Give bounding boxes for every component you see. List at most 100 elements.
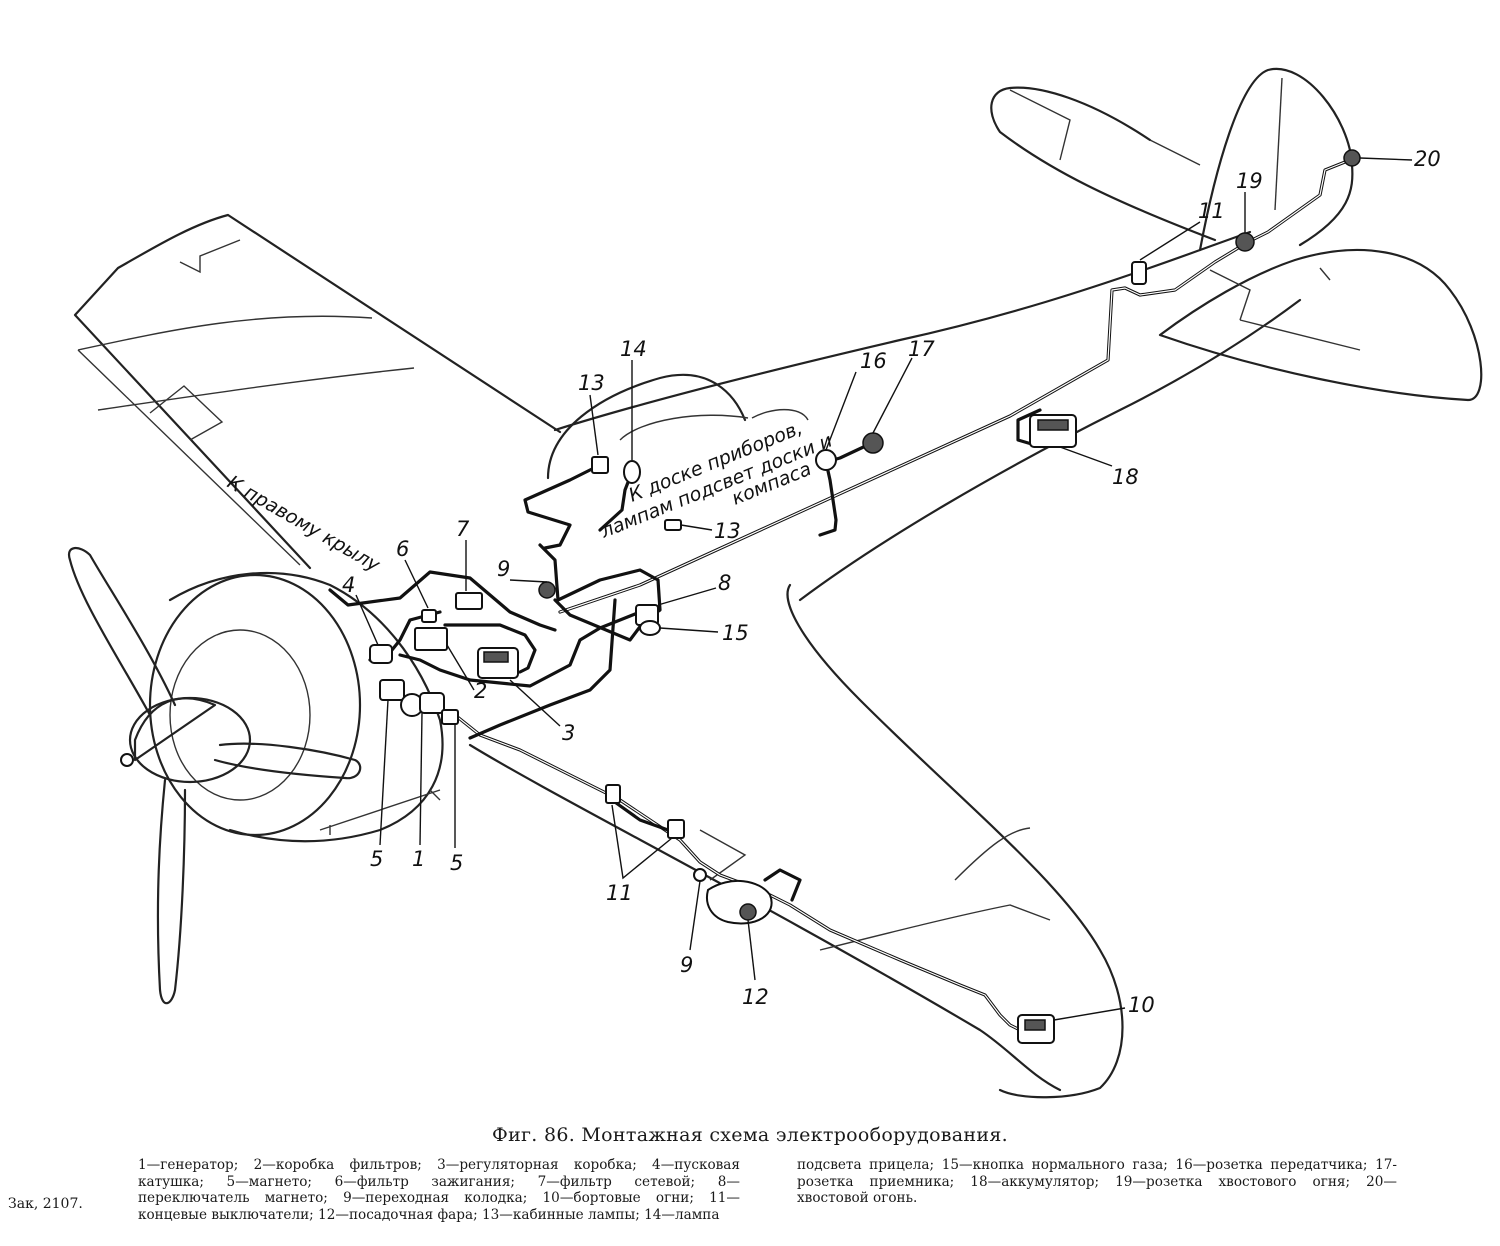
leader-11-tail xyxy=(1139,221,1201,261)
left-wing-leading-edge xyxy=(468,743,1062,1092)
magneto-5-left xyxy=(379,679,405,701)
cowling-inner-ring xyxy=(169,629,311,801)
leader-12 xyxy=(747,919,756,981)
throttle-button-15 xyxy=(639,620,661,636)
fuselage-bottom-outline xyxy=(798,298,1302,602)
starter-coil-4 xyxy=(369,644,393,664)
leader-9-wing xyxy=(689,880,701,951)
callout-5-left: 5 xyxy=(370,847,383,871)
battery-18-top xyxy=(1037,419,1069,431)
canopy-frame xyxy=(619,409,809,441)
fuselage-top-outline xyxy=(553,230,1252,432)
callout-14: 14 xyxy=(620,337,647,361)
airframe-outline xyxy=(67,67,1483,1099)
left-stabilizer-outline xyxy=(990,86,1217,242)
limit-switch-11-tail xyxy=(1131,261,1147,285)
leader-lines xyxy=(355,157,1413,1021)
leader-11-wing xyxy=(611,804,673,880)
propeller-blade-top xyxy=(67,547,177,717)
propeller-blade-bottom xyxy=(156,778,187,1005)
callout-13-mid: 13 xyxy=(714,519,741,543)
order-number: Зак, 2107. xyxy=(8,1196,83,1212)
sight-lamp-14 xyxy=(623,460,641,484)
wire-engine-to-fuselage xyxy=(468,598,617,740)
line-filter-7 xyxy=(455,592,483,610)
leader-5-left xyxy=(379,699,389,846)
propeller-blade-right xyxy=(213,742,362,780)
right-wing-panel-lines xyxy=(77,239,415,566)
generator-1-body xyxy=(419,692,445,714)
leader-9-top xyxy=(509,579,548,583)
callout-15: 15 xyxy=(722,621,749,645)
rudder-hinge-line xyxy=(1274,77,1283,211)
leader-13-mid xyxy=(680,524,713,531)
landing-light-12-lens xyxy=(739,903,757,921)
wire-tail-light-core xyxy=(559,157,1356,613)
callout-3: 3 xyxy=(562,721,575,745)
callout-1: 1 xyxy=(412,847,425,871)
canopy-outline xyxy=(546,373,747,480)
left-wing-trailing-edge xyxy=(786,583,1124,1099)
callout-19: 19 xyxy=(1236,169,1263,193)
callout-5-right: 5 xyxy=(450,851,463,875)
leader-10 xyxy=(1053,1007,1126,1021)
callout-7: 7 xyxy=(456,517,470,541)
wire-magneto xyxy=(398,610,642,688)
leader-2 xyxy=(446,644,475,691)
regulator-box-3-top xyxy=(483,651,509,663)
limit-switch-11-b xyxy=(667,819,685,839)
wire-cockpit-lamps xyxy=(523,464,600,550)
wire-panel-box xyxy=(538,543,662,642)
junction-block-9-wing xyxy=(693,868,707,882)
leader-13-top xyxy=(589,394,599,456)
callout-10: 10 xyxy=(1128,993,1155,1017)
leader-4 xyxy=(355,594,379,646)
left-wing-panel-lines xyxy=(699,827,1051,951)
callout-20: 20 xyxy=(1414,147,1441,171)
wiring-harness xyxy=(328,156,1357,1037)
legend-left-column: 1—генератор; 2—коробка фильтров; 3—регул… xyxy=(138,1157,740,1223)
leader-17 xyxy=(872,357,913,434)
left-stabilizer-detail xyxy=(1009,89,1201,166)
callout-6: 6 xyxy=(396,537,409,561)
leader-3 xyxy=(509,679,561,727)
leader-15 xyxy=(659,627,719,633)
leader-6 xyxy=(404,559,429,609)
ignition-filter-6 xyxy=(421,609,437,623)
engine-cowling xyxy=(148,573,362,837)
leader-8 xyxy=(657,587,717,606)
filter-box-2 xyxy=(414,627,448,651)
cockpit-lamp-13-mid xyxy=(664,519,682,531)
callout-12: 12 xyxy=(742,985,769,1009)
callout-17: 17 xyxy=(908,337,935,361)
callout-9-top: 9 xyxy=(497,557,510,581)
leader-20 xyxy=(1359,157,1413,161)
wire-tail-light xyxy=(558,156,1357,614)
belly-detail xyxy=(319,789,441,835)
callout-13-top: 13 xyxy=(578,371,605,395)
wire-regulator xyxy=(443,623,537,674)
landing-light-12 xyxy=(706,879,773,925)
vertical-fin-outline xyxy=(1198,67,1354,252)
leader-1 xyxy=(419,712,423,846)
callout-16: 16 xyxy=(860,349,887,373)
wire-landing-light xyxy=(763,868,802,902)
wiring-diagram: К правому крылу К доске приборов, лампам… xyxy=(67,67,1483,1099)
right-stabilizer-outline xyxy=(1158,248,1483,402)
receiver-socket-17 xyxy=(862,432,884,454)
magneto-5-right xyxy=(441,709,459,725)
callout-numbers: 20 19 11 16 17 18 14 13 13 9 7 6 4 8 15 … xyxy=(342,147,1441,1017)
cockpit-lamp-13-top xyxy=(591,456,609,474)
callout-9-wing: 9 xyxy=(680,953,693,977)
limit-switch-11-a xyxy=(605,784,621,804)
nav-lights-10-lens xyxy=(1024,1019,1046,1031)
components xyxy=(369,149,1361,1044)
callout-2: 2 xyxy=(474,679,487,703)
callout-18: 18 xyxy=(1112,465,1139,489)
junction-block-9 xyxy=(538,581,556,599)
tail-light-socket-19 xyxy=(1235,232,1255,252)
figure-caption: Фиг. 86. Монтажная схема электрооборудов… xyxy=(492,1124,1008,1146)
callout-11-tail: 11 xyxy=(1198,199,1225,223)
right-stabilizer-detail xyxy=(1209,267,1361,351)
cowling-body xyxy=(168,571,444,843)
